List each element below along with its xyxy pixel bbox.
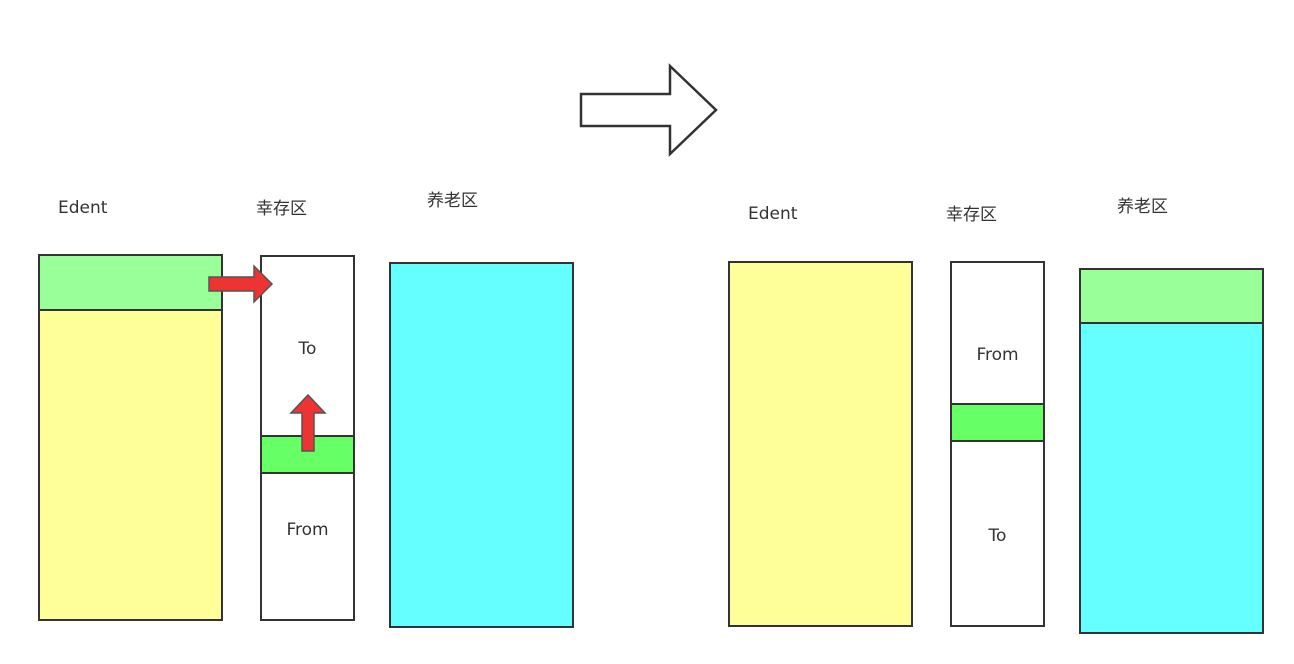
before-survivor-label: 幸存区 <box>256 199 307 219</box>
after-old-label: 养老区 <box>1117 197 1168 217</box>
after-survivor-region <box>950 261 1045 627</box>
after-eden-region <box>728 261 913 627</box>
after-survivor-live-objects <box>950 403 1045 442</box>
before-to-label: To <box>298 339 317 359</box>
red-right-arrow-icon <box>208 264 274 304</box>
before-eden-region <box>38 254 223 621</box>
before-old-gen-region <box>389 262 574 628</box>
after-to-label: To <box>988 526 1007 546</box>
before-eden-label: Edent <box>58 198 108 218</box>
hollow-right-arrow-icon <box>579 63 718 157</box>
red-up-arrow-icon <box>289 393 327 452</box>
before-old-label: 养老区 <box>427 191 478 211</box>
after-eden-label: Edent <box>748 204 798 224</box>
after-old-gen-region <box>1079 268 1264 634</box>
after-old-gen-promoted-objects <box>1079 268 1264 324</box>
after-survivor-label: 幸存区 <box>946 205 997 225</box>
before-eden-live-objects <box>38 254 223 311</box>
before-from-label: From <box>286 520 329 540</box>
after-from-label: From <box>976 345 1019 365</box>
